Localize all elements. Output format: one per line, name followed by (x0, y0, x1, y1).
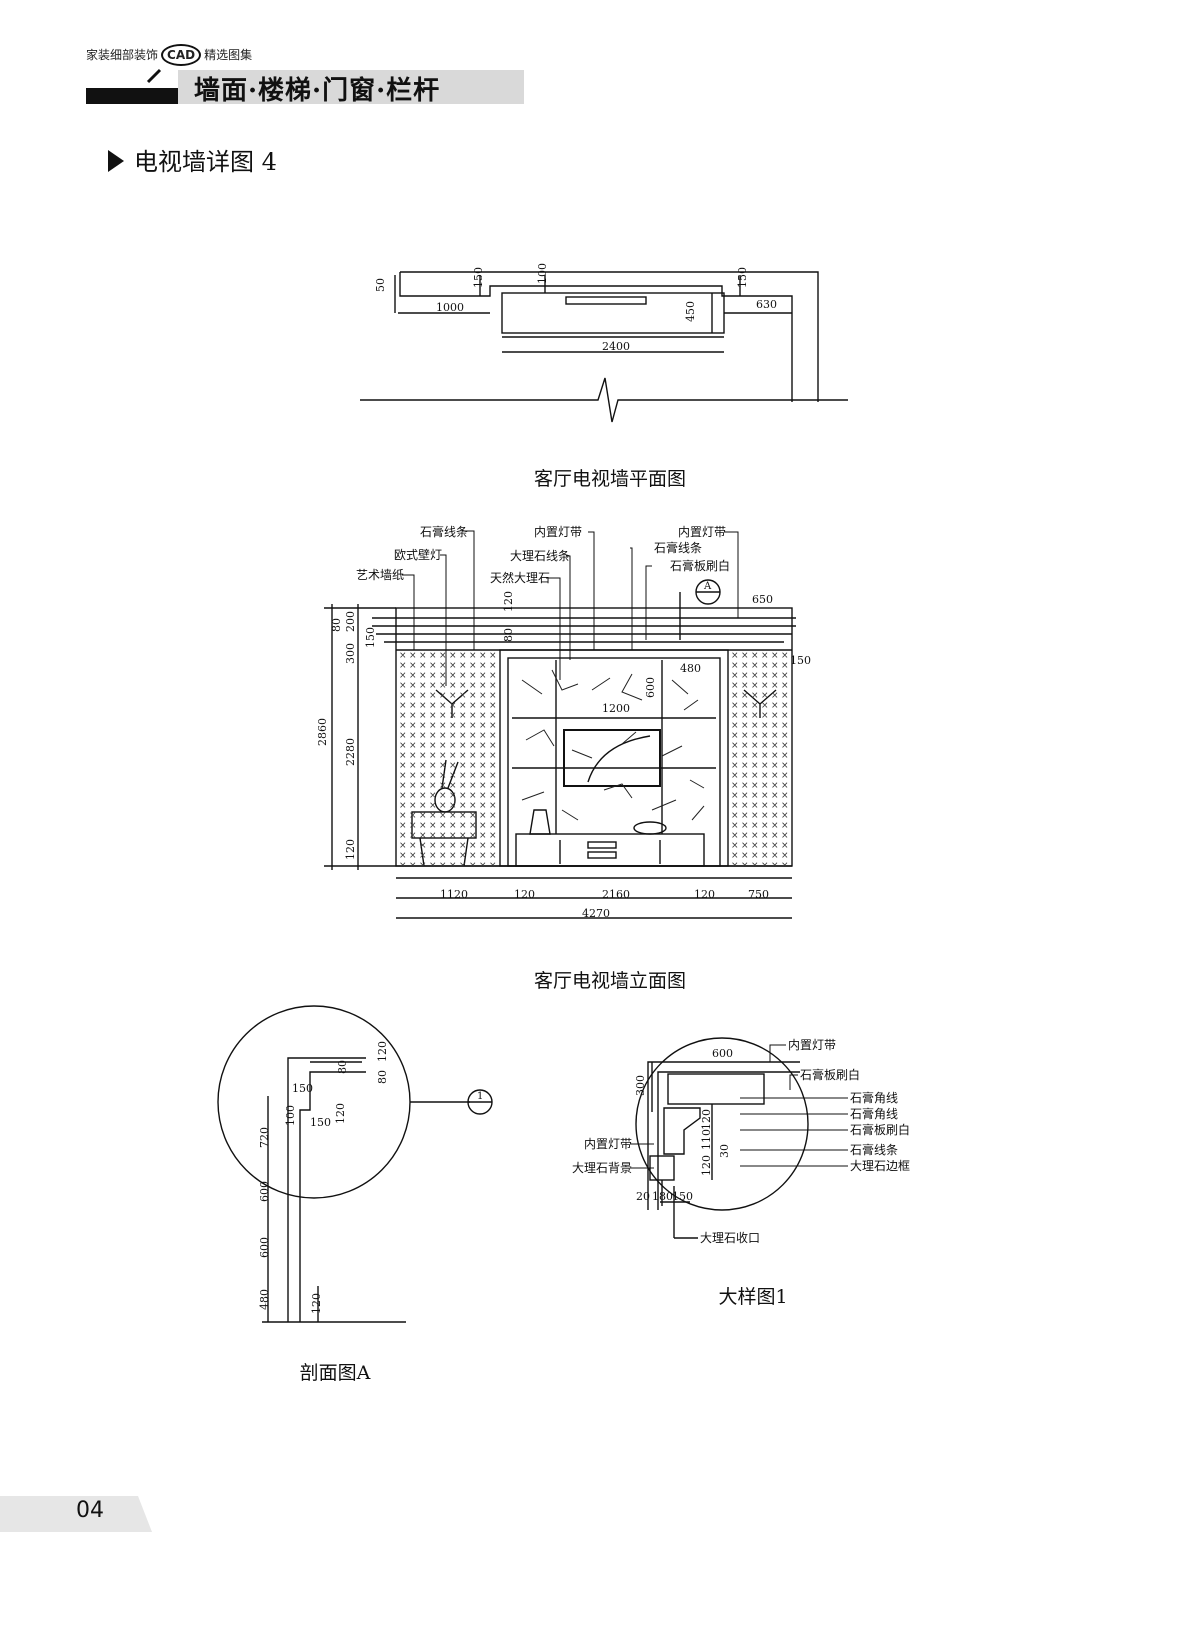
detail-dim: 180 (652, 1190, 673, 1203)
elev-dim: 480 (680, 662, 701, 675)
detail-dim: 120 (700, 1109, 713, 1130)
chapter-title-band (178, 70, 524, 104)
section-a-caption: 剖面图A (299, 1362, 371, 1384)
elev-label: 石膏板刷白 (670, 558, 730, 573)
section-marker: A (703, 581, 712, 592)
detail-dim: 20 (636, 1190, 650, 1203)
section-heading: 电视墙详图 4 (108, 142, 277, 177)
elev-dim: 150 (790, 654, 811, 667)
detail-label: 内置灯带 (788, 1038, 836, 1052)
elev-dim: 80 (330, 618, 343, 632)
series-prefix: 家装细部装饰 (86, 48, 159, 62)
elev-label: 欧式壁灯 (394, 547, 442, 562)
elev-dim: 120 (694, 888, 715, 901)
section-dim: 600 (258, 1181, 271, 1202)
detail-label: 石膏角线 (850, 1106, 898, 1121)
section-dim: 150 (292, 1082, 313, 1095)
detail-label: 石膏角线 (850, 1090, 898, 1105)
elev-label: 艺术墙纸 (356, 568, 404, 582)
elev-dim: 2860 (316, 718, 329, 746)
detail-label: 石膏板刷白 (800, 1067, 860, 1082)
elevation-drawing (324, 579, 796, 919)
section-dim: 120 (334, 1103, 347, 1124)
elevation-caption: 客厅电视墙立面图 (533, 970, 686, 992)
section-a-drawing (217, 1005, 493, 1323)
page-number-tab (0, 1496, 152, 1532)
plan-caption: 客厅电视墙平面图 (533, 468, 686, 490)
wallpaper-left-pattern: × (398, 650, 498, 866)
plan-dim: 50 (374, 278, 387, 292)
elev-label: 天然大理石 (490, 570, 550, 585)
detail-label: 大理石背景 (572, 1161, 632, 1175)
elev-label: 石膏线条 (654, 540, 702, 555)
page-number: 04 (76, 1498, 104, 1523)
section-dim: 600 (258, 1237, 271, 1258)
detail-marker: 1 (477, 1091, 483, 1102)
series-suffix: 精选图集 (204, 48, 253, 62)
section-dim: 120 (310, 1293, 323, 1314)
detail-label: 内置灯带 (584, 1137, 632, 1151)
elev-dim: 1120 (440, 888, 468, 901)
elev-dim: 650 (752, 593, 773, 606)
elev-dim: 750 (748, 888, 769, 901)
detail-dim: 300 (634, 1075, 647, 1096)
elev-label: 石膏线条 (420, 524, 468, 539)
elev-dim: 300 (344, 643, 357, 664)
elev-dim: 2280 (344, 738, 357, 766)
section-dim: 150 (310, 1116, 331, 1129)
elev-dim: 80 (502, 628, 515, 642)
detail-dim: 120 (700, 1155, 713, 1176)
elev-label: 大理石线条 (510, 549, 570, 563)
detail-dim: 150 (672, 1190, 693, 1203)
plan-dim: 150 (736, 267, 749, 288)
magnifier-icon (146, 68, 162, 84)
section-dim: 80 (376, 1070, 389, 1084)
elev-dim: 150 (364, 627, 377, 648)
elev-label: 内置灯带 (534, 525, 582, 539)
section-dim: 480 (258, 1289, 271, 1310)
elev-dim: 200 (344, 611, 357, 632)
section-dim: 720 (258, 1127, 271, 1148)
plan-dim: 450 (684, 301, 697, 322)
elev-dim: 4270 (582, 907, 610, 920)
elev-dim: 120 (344, 839, 357, 860)
plan-dim: 630 (756, 298, 777, 311)
elev-dim: 600 (644, 677, 657, 698)
elev-dim: 120 (514, 888, 535, 901)
detail-dim: 110 (700, 1129, 713, 1150)
elev-dim: 1200 (602, 702, 630, 715)
elev-dim: 120 (502, 591, 515, 612)
detail-label: 石膏线条 (850, 1142, 898, 1157)
detail-dim: 30 (718, 1144, 731, 1158)
elev-dim: 2160 (602, 888, 630, 901)
cad-badge: CAD (161, 44, 202, 66)
header-black-bar (86, 88, 182, 104)
plan-dim: 150 (472, 267, 485, 288)
detail-label: 大理石收口 (700, 1231, 760, 1245)
chapter-title: 墙面·楼梯·门窗·栏杆 (194, 76, 441, 106)
marble-pattern (521, 669, 705, 821)
plan-drawing (360, 271, 848, 423)
detail-drawing (635, 1037, 809, 1239)
section-dim: 80 (336, 1060, 349, 1074)
plan-dim: 1000 (436, 301, 464, 314)
wallpaper-right-pattern (730, 650, 790, 866)
plan-dim: 100 (536, 263, 549, 284)
detail-label: 石膏板刷白 (850, 1122, 910, 1137)
section-title: 电视墙详图 4 (134, 148, 277, 176)
section-dim: 100 (284, 1105, 297, 1126)
detail-dim: 600 (712, 1047, 733, 1060)
detail-label: 大理石边框 (850, 1159, 910, 1173)
plan-dim: 2400 (602, 340, 630, 353)
elev-label: 内置灯带 (678, 525, 726, 539)
section-dim: 120 (376, 1041, 389, 1062)
arrow-bullet-icon (108, 150, 124, 172)
detail-caption: 大样图1 (718, 1286, 788, 1308)
